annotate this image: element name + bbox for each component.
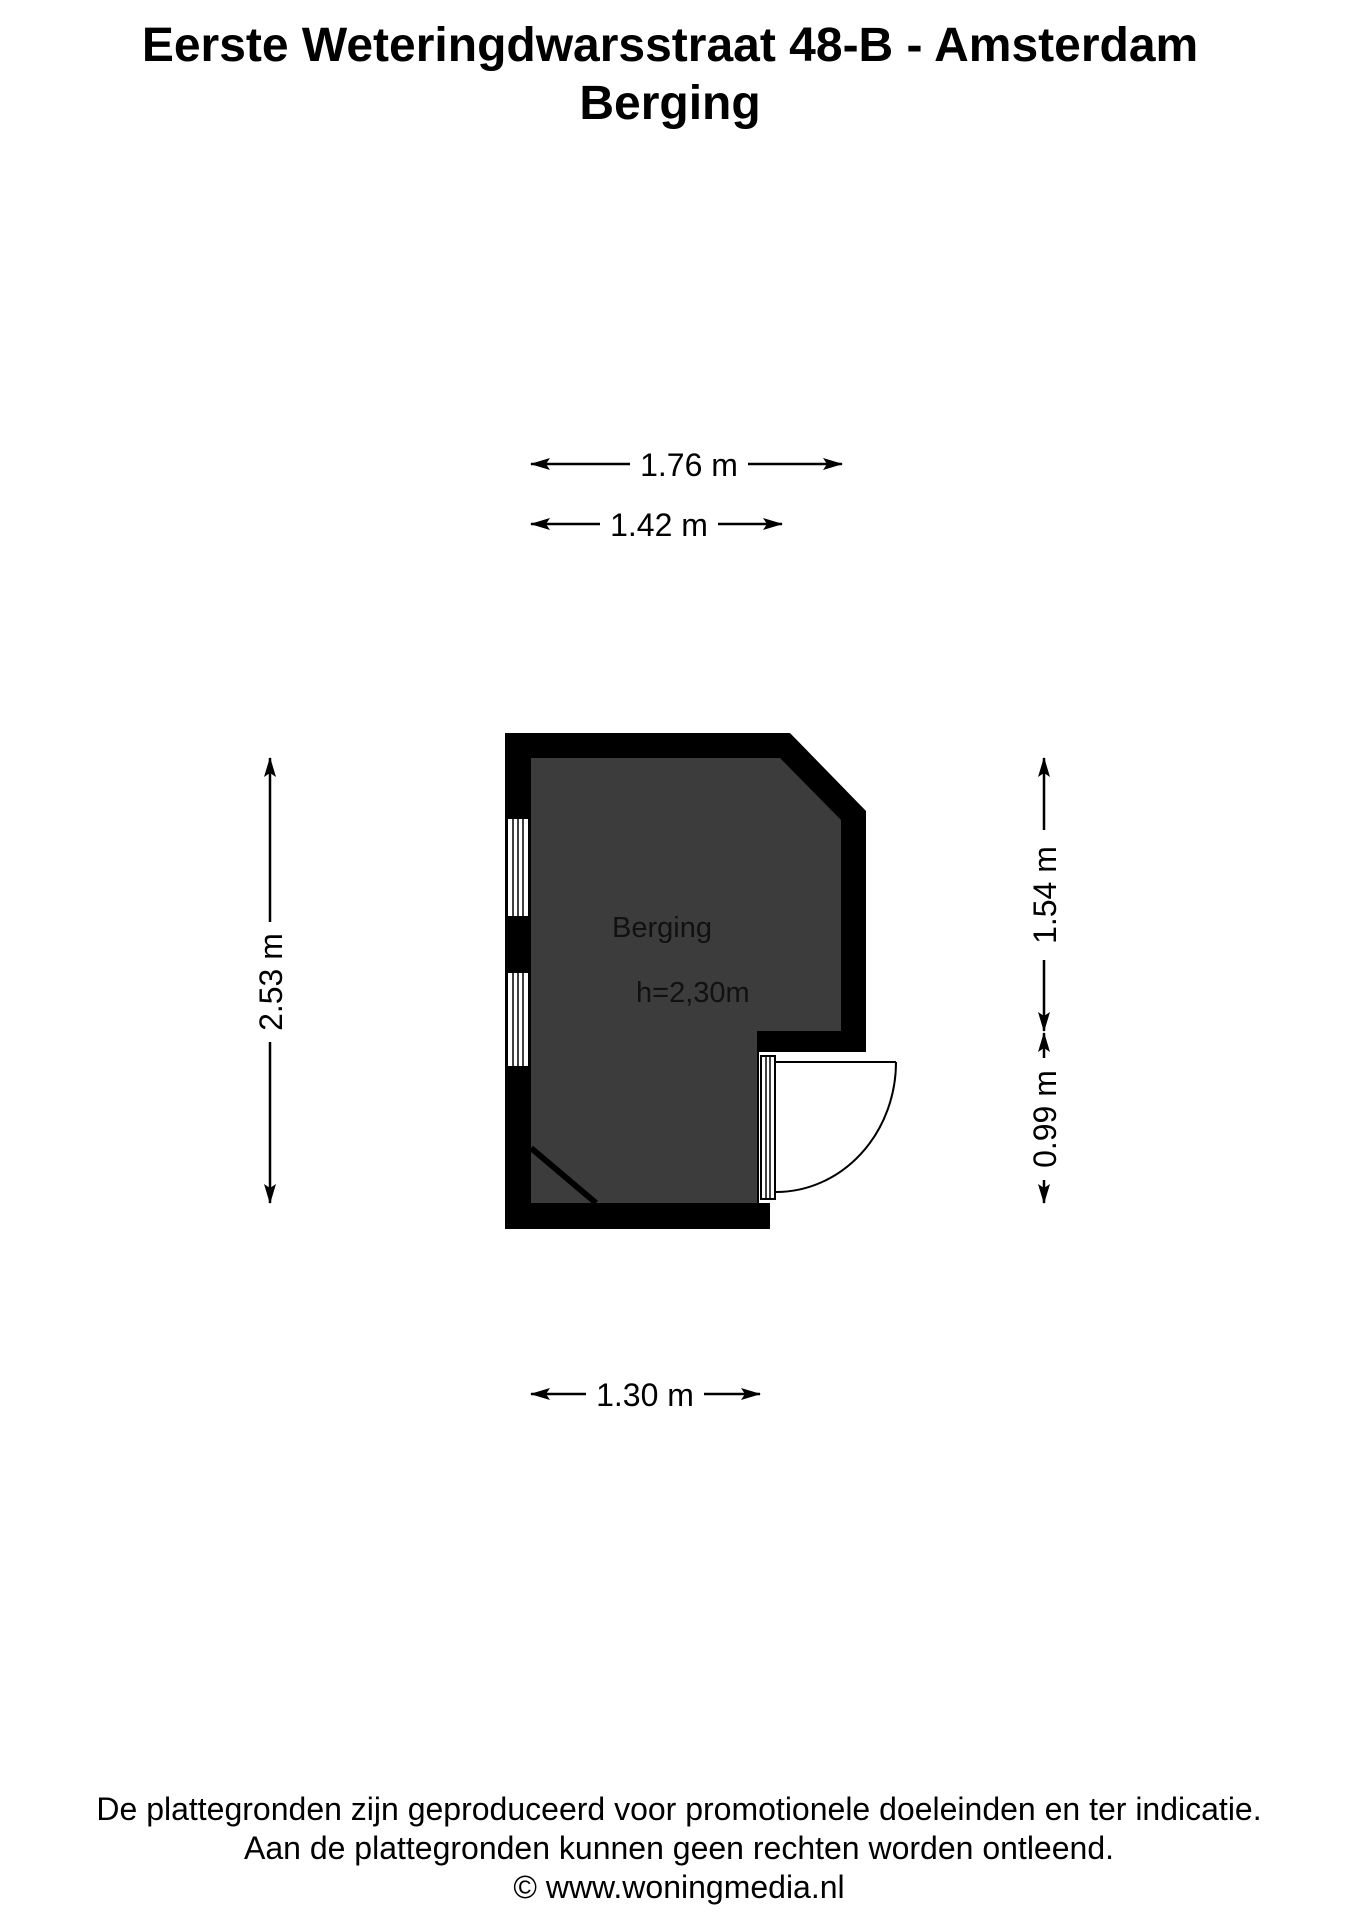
dimension-left-label: 2.53 m [253, 933, 289, 1031]
page-title: Eerste Weteringdwarsstraat 48-B - Amster… [141, 19, 1199, 72]
disclaimer-line-2: Aan de plattegronden kunnen geen rechten… [243, 1830, 1114, 1866]
floor-title: Berging [579, 77, 761, 130]
window-left-lower [506, 971, 530, 1068]
dimension-right-lower-label: 0.99 m [1027, 1070, 1063, 1168]
room-name: Berging [612, 912, 712, 944]
dimension-top-inner-label: 1.42 m [610, 507, 708, 543]
corner-line [529, 1145, 598, 1206]
door [759, 1052, 897, 1203]
dimension-left: 2.53 m [253, 757, 289, 1204]
room-height: h=2,30m [636, 977, 750, 1009]
dimension-top-inner: 1.42 m [530, 507, 783, 543]
dimension-bottom-label: 1.30 m [596, 1377, 694, 1413]
copyright-link[interactable]: © www.woningmedia.nl [513, 1869, 845, 1905]
dimension-bottom: 1.30 m [530, 1377, 761, 1413]
dimension-right-lower: 0.99 m [1027, 1032, 1063, 1204]
dimension-top-outer: 1.76 m [530, 447, 843, 483]
room-floor [531, 758, 841, 1203]
dimension-right-upper: 1.54 m [1027, 757, 1063, 1032]
window-left-upper [506, 817, 530, 918]
dimension-right-upper-label: 1.54 m [1027, 846, 1063, 944]
disclaimer-line-1: De plattegronden zijn geproduceerd voor … [96, 1791, 1262, 1827]
dimension-top-outer-label: 1.76 m [640, 447, 738, 483]
